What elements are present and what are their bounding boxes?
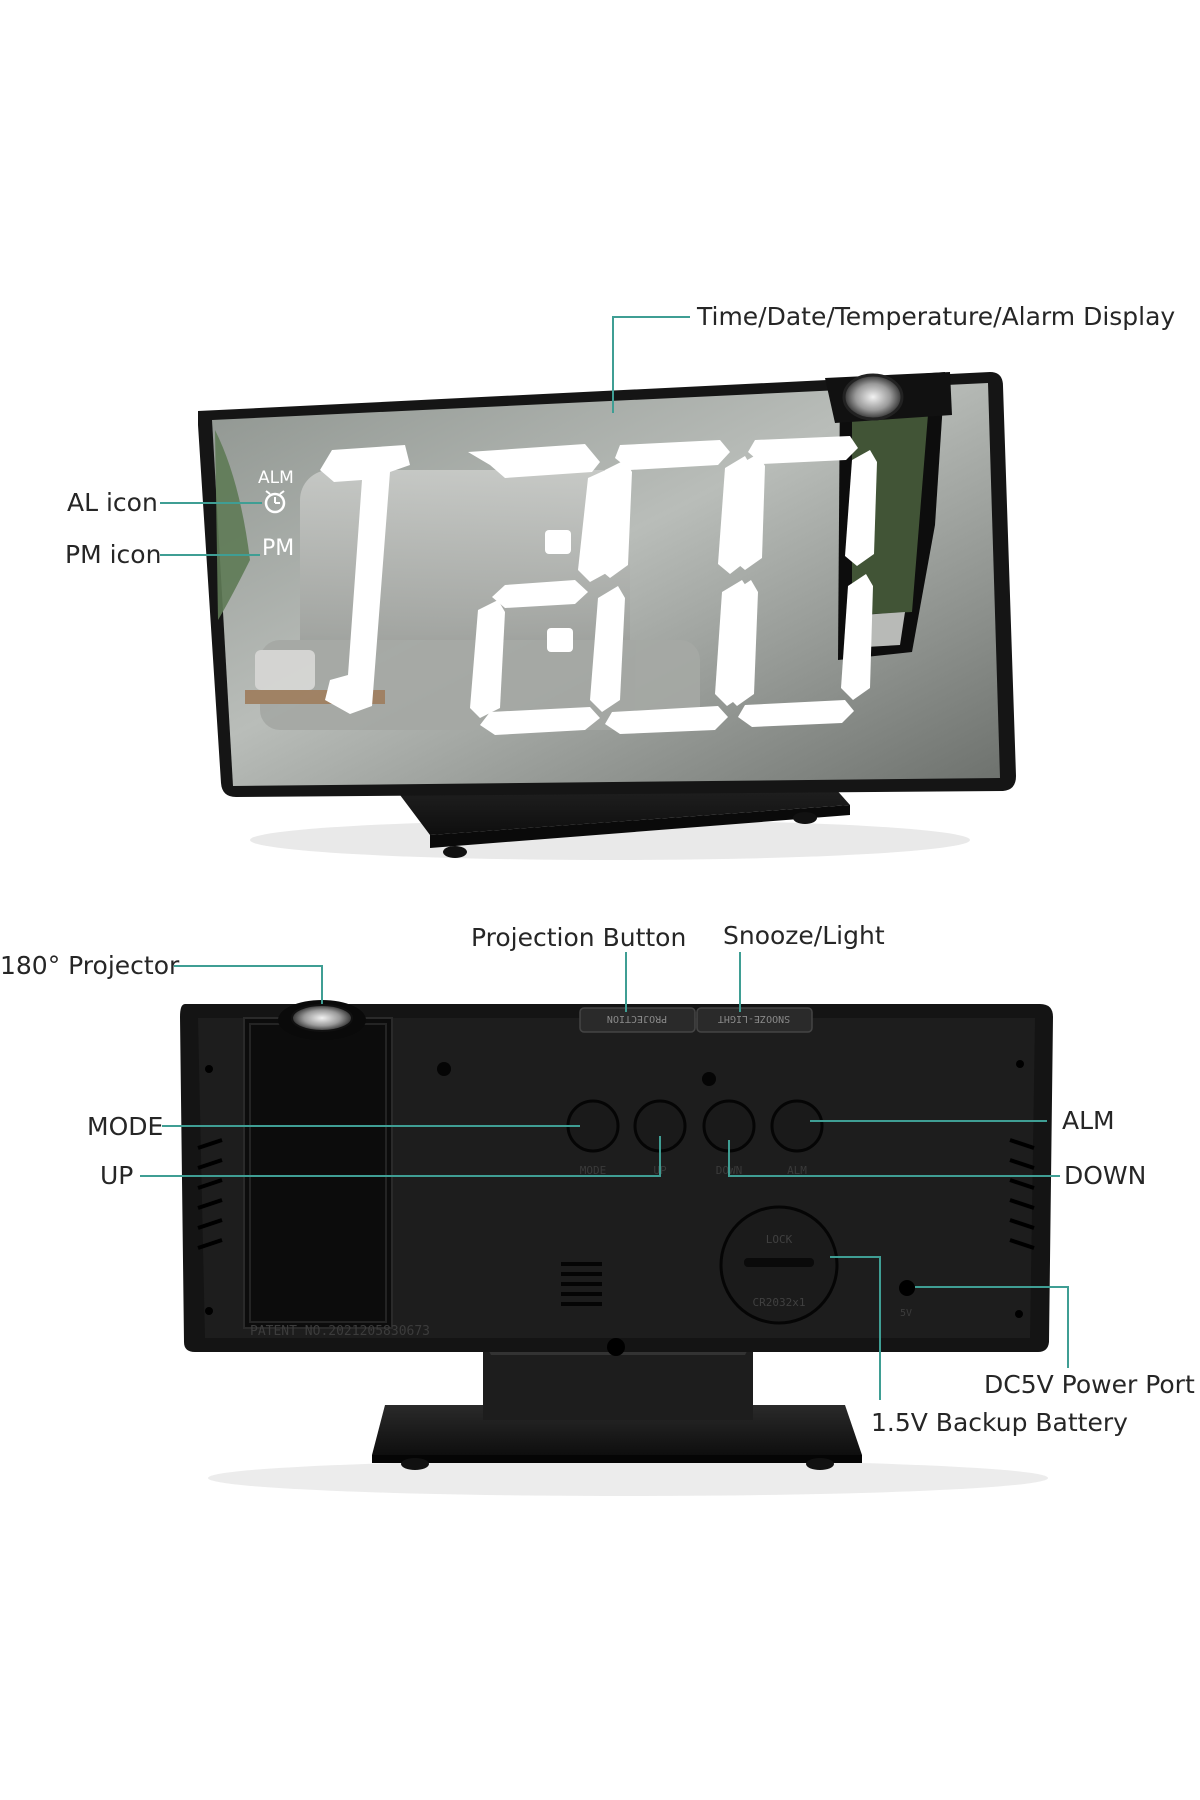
reflection-cup <box>255 650 315 690</box>
stand-hinge <box>607 1338 625 1356</box>
line-up <box>140 1136 661 1177</box>
colon-top-dot <box>545 530 571 554</box>
digit-2-top <box>468 444 600 478</box>
digit-2-bottom <box>480 707 600 735</box>
projection-button-label: PROJECTION <box>607 1013 667 1024</box>
back-hole-left <box>437 1062 451 1076</box>
back-foot-right <box>806 1458 834 1470</box>
vent-right <box>1009 1138 1035 1250</box>
callout-backup-battery: 1.5V Backup Battery <box>871 1408 1128 1437</box>
colon-bottom-dot <box>547 628 573 652</box>
front-foot-left <box>443 846 467 858</box>
battery-cover-text: LOCK <box>766 1233 793 1246</box>
callout-down: DOWN <box>1064 1161 1147 1190</box>
callout-up: UP <box>100 1161 134 1190</box>
digit-2-middle <box>492 580 588 608</box>
back-shadow <box>208 1460 1048 1496</box>
digit-3-bottom <box>605 706 728 734</box>
back-clock: PROJECTION SNOOZE-LIGHT <box>180 1000 1053 1496</box>
alarm-clock-icon <box>264 490 286 514</box>
battery-cover-slot <box>744 1258 814 1267</box>
callout-projection-button: Projection Button <box>471 923 687 952</box>
line-projector <box>174 965 323 1004</box>
digit-4-top <box>748 436 858 464</box>
callout-pm-icon: PM icon <box>65 540 162 569</box>
back-base-edge <box>372 1455 862 1463</box>
callout-mode: MODE <box>87 1112 164 1141</box>
alm-indicator: ALM <box>258 468 294 488</box>
front-foot-right <box>793 812 817 824</box>
projection-button[interactable] <box>579 1007 696 1033</box>
callout-lines <box>140 316 1069 1400</box>
callout-alm: ALM <box>1062 1106 1115 1135</box>
digit-1 <box>320 445 410 714</box>
line-battery <box>830 1256 881 1400</box>
digit-4-upper-right <box>845 450 877 566</box>
patent-text: PATENT NO.2021205830673 <box>250 1324 430 1339</box>
power-port-text: 5V <box>900 1308 912 1319</box>
line-display <box>612 316 690 413</box>
time-digits-text: 12:00 <box>600 759 603 761</box>
alm-button[interactable] <box>770 1099 824 1153</box>
digit-3-top <box>615 440 730 470</box>
digit-4-lower-right <box>841 574 873 700</box>
projector-housing-back <box>243 1017 393 1329</box>
screw-bottom-left <box>205 1307 213 1315</box>
projector-arm-reflection <box>852 390 930 615</box>
digit-4-bottom <box>738 700 854 727</box>
speaker-grille <box>561 1262 602 1306</box>
vent-left <box>197 1138 223 1250</box>
back-foot-left <box>401 1458 429 1470</box>
digit-3-upper-left <box>598 460 632 578</box>
mode-button-label: MODE <box>580 1164 607 1177</box>
digit-4-upper-left <box>733 454 765 570</box>
projector-lens-front <box>842 373 904 421</box>
screw-top-right <box>1016 1060 1024 1068</box>
front-clock: ALM PM <box>198 372 1016 860</box>
screw-top-left <box>205 1065 213 1073</box>
projector-lens-back <box>291 1004 353 1032</box>
line-power-port <box>915 1286 1069 1368</box>
time-digits <box>320 436 877 735</box>
snooze-light-button[interactable] <box>696 1007 813 1033</box>
line-down <box>728 1140 1060 1177</box>
back-hole-center <box>702 1072 716 1086</box>
callout-al-icon: AL icon <box>67 488 158 517</box>
front-base-edge <box>430 805 850 848</box>
digit-2-lower-left <box>470 600 505 718</box>
digit-4-lower-left <box>725 580 758 706</box>
callout-power-port: DC5V Power Port <box>984 1370 1195 1399</box>
digit-3-lower-left <box>590 586 625 712</box>
screw-bottom-right <box>1015 1310 1023 1318</box>
pm-indicator: PM <box>262 536 294 561</box>
snooze-light-button-label: SNOOZE-LIGHT <box>718 1013 790 1024</box>
battery-model-text: CR2032x1 <box>753 1296 806 1309</box>
alm-button-label: ALM <box>787 1164 807 1177</box>
dc-power-port[interactable] <box>899 1280 915 1296</box>
reflection-plant <box>215 430 250 620</box>
callout-snooze-light: Snooze/Light <box>723 921 885 950</box>
callout-display: Time/Date/Temperature/Alarm Display <box>697 302 1176 331</box>
callout-projector: 180° Projector <box>0 951 180 980</box>
